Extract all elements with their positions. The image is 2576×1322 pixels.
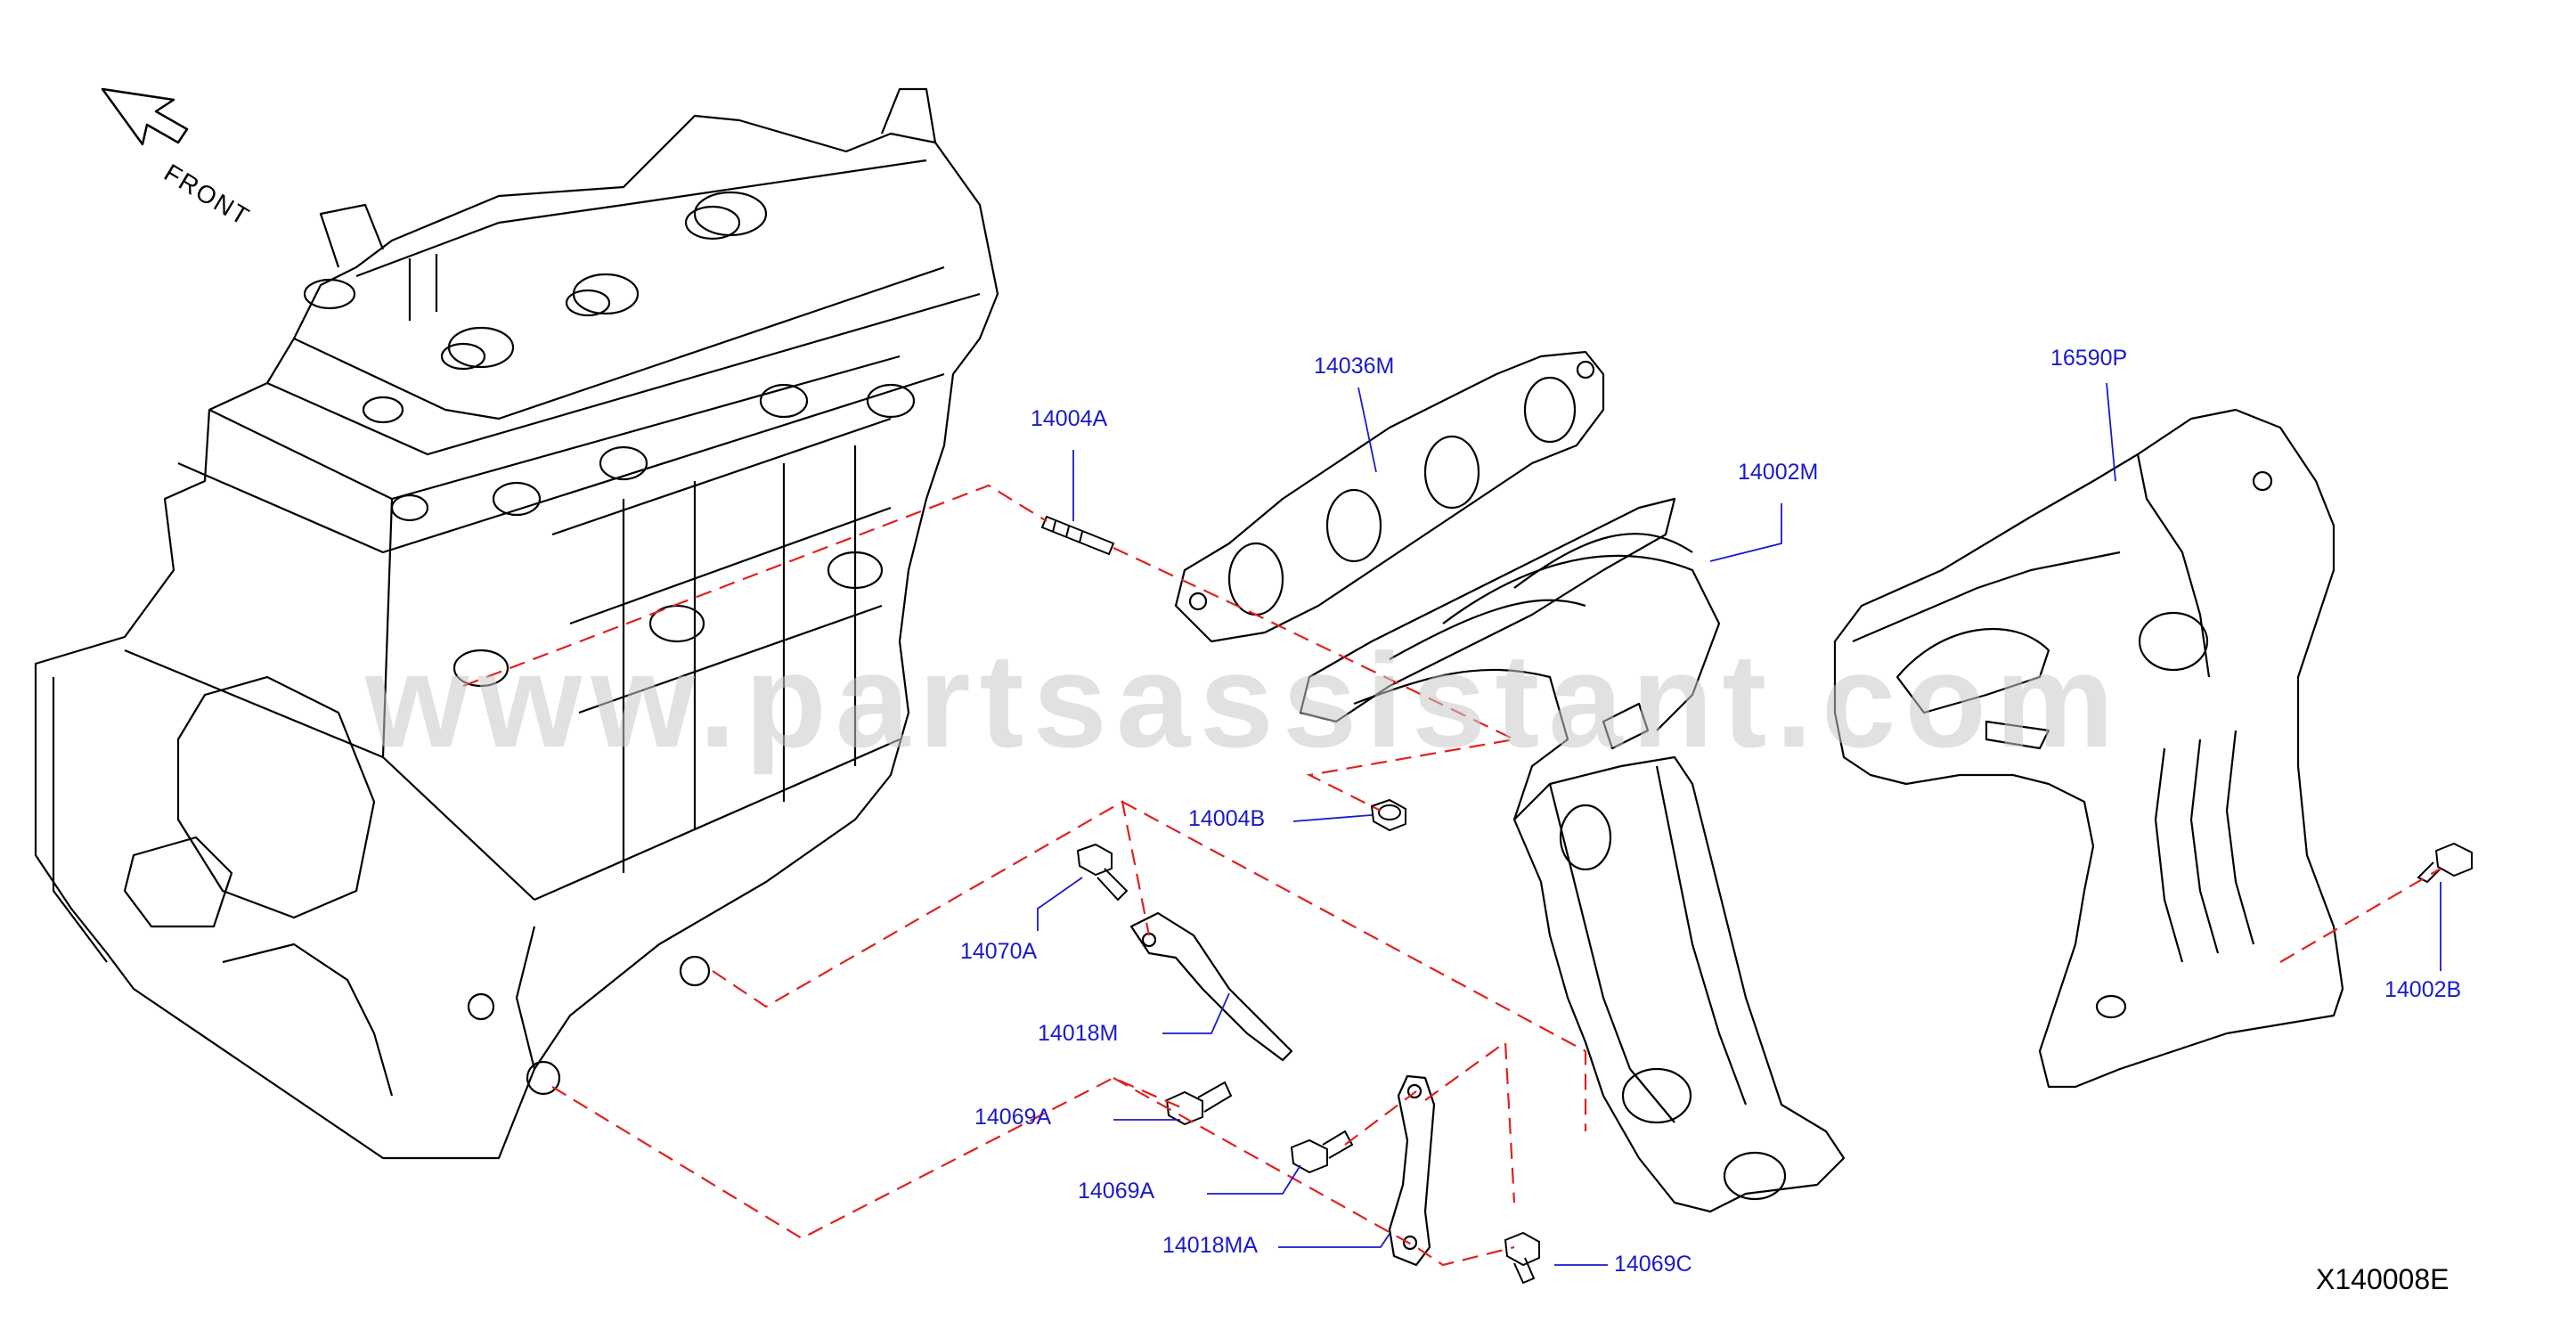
stud-14004a bbox=[1040, 515, 1115, 556]
part-label-14018ma[interactable]: 14018MA bbox=[1162, 1233, 1259, 1258]
bolt-14069c bbox=[1504, 1231, 1540, 1285]
watermark: www.partsassistant.com bbox=[365, 625, 2124, 775]
diagram-id: X140008E bbox=[2316, 1263, 2450, 1295]
bolt-14070a bbox=[1076, 843, 1129, 902]
part-label-14002b[interactable]: 14002B bbox=[2384, 977, 2462, 1002]
part-label-14004b[interactable]: 14004B bbox=[1188, 806, 1266, 831]
part-label-14069c[interactable]: 14069C bbox=[1614, 1252, 1692, 1277]
front-arrow-icon bbox=[101, 87, 189, 146]
manifold-gasket bbox=[1174, 350, 1605, 643]
assembly-lines bbox=[462, 484, 2441, 1267]
bolt-14002b bbox=[2417, 842, 2473, 884]
part-label-14070a[interactable]: 14070A bbox=[960, 939, 1038, 964]
bracket-14018m bbox=[1129, 911, 1293, 1062]
part-label-16590p[interactable]: 16590P bbox=[2050, 346, 2128, 371]
leader-lines bbox=[1037, 382, 2441, 1266]
part-label-14002m[interactable]: 14002M bbox=[1738, 460, 1819, 485]
part-label-14004a[interactable]: 14004A bbox=[1031, 406, 1108, 431]
exhaust-manifold bbox=[1299, 497, 1846, 1213]
part-label-14069a-lower[interactable]: 14069A bbox=[1078, 1179, 1155, 1204]
bolt-14069a-lower bbox=[1290, 1130, 1354, 1174]
nut-14004b bbox=[1370, 798, 1406, 832]
part-label-14036m[interactable]: 14036M bbox=[1314, 354, 1395, 379]
part-label-14069a-upper[interactable]: 14069A bbox=[974, 1105, 1052, 1130]
part-label-14018m[interactable]: 14018M bbox=[1038, 1021, 1119, 1046]
engine-block bbox=[34, 87, 999, 1160]
heat-shield bbox=[1833, 408, 2344, 1089]
bolt-14069a-upper bbox=[1165, 1081, 1233, 1126]
bracket-14018ma bbox=[1388, 1074, 1436, 1267]
